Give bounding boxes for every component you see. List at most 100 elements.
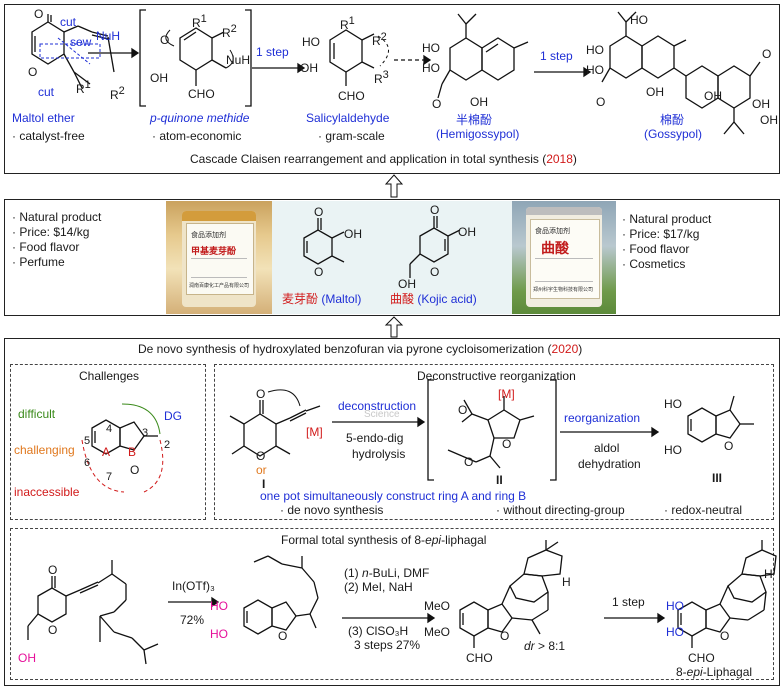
indium-yield: 72% bbox=[180, 613, 205, 627]
salicylaldehyde-structure bbox=[329, 29, 389, 86]
furan-intermediate-structure bbox=[427, 379, 557, 481]
endo-dig-label: 5-endo-dig bbox=[346, 431, 404, 445]
three-step-arrow bbox=[342, 612, 436, 624]
quinone-methide-label: p-quinone methide bbox=[150, 111, 250, 125]
pos-5: 5 bbox=[84, 435, 91, 447]
qm-o-label: O bbox=[160, 33, 170, 47]
int-metal: [M] bbox=[498, 387, 515, 401]
reorganization-label: reorganization bbox=[564, 411, 641, 425]
pyrone-substrate-structure bbox=[229, 389, 321, 457]
hemi-ho2: HO bbox=[422, 61, 440, 75]
prod3-o: O bbox=[724, 439, 734, 453]
hydrolysis-label: hydrolysis bbox=[352, 447, 406, 461]
int-ho-bottom: HO bbox=[210, 627, 228, 641]
challenges-title: Challenges bbox=[76, 370, 143, 382]
dashed-arrow bbox=[394, 54, 432, 66]
gossypol-cn: 棉酚 bbox=[660, 113, 685, 127]
final-step-arrow bbox=[604, 612, 666, 624]
kojic-o-top: O bbox=[430, 203, 440, 217]
int-o-ring: O bbox=[502, 437, 512, 451]
sal-cho: CHO bbox=[338, 89, 365, 103]
prod-cho: CHO bbox=[688, 651, 715, 665]
roman-ii: II bbox=[496, 473, 503, 487]
kojic-label: 曲酸 (Kojic acid) bbox=[390, 292, 477, 306]
dg-label: DG bbox=[164, 409, 182, 423]
dehydration-label: dehydration bbox=[578, 457, 641, 471]
three-step-reagents: (1) n-BuLi, DMF (2) MeI, NaH bbox=[344, 566, 429, 594]
reorganization-arrow bbox=[560, 426, 660, 438]
benzofuran-o: O bbox=[130, 463, 140, 477]
int-ho-top: HO bbox=[210, 599, 228, 613]
one-step-label-1: 1 step bbox=[256, 45, 289, 59]
goss-oh4: OH bbox=[760, 113, 778, 127]
pos-7: 7 bbox=[106, 471, 113, 483]
feedstock-list-right: · Natural product · Price: $17/kg · Food… bbox=[622, 212, 712, 271]
atom-economic-label: · atom-economic bbox=[152, 129, 242, 143]
hollow-up-arrow-2 bbox=[384, 316, 404, 338]
hemi-o: O bbox=[432, 97, 442, 111]
feedstock-list-left: · Natural product · Price: $14/kg · Food… bbox=[12, 210, 102, 269]
gossypol-label: (Gossypol) bbox=[644, 127, 703, 141]
kojic-oh-bottom: OH bbox=[398, 277, 416, 291]
goss-oh2: OH bbox=[704, 89, 722, 103]
pyrone-or: or bbox=[256, 463, 267, 477]
catalyst-free-label: · catalyst-free bbox=[12, 129, 85, 143]
step1-label: (1) n-BuLi, DMF bbox=[344, 566, 430, 580]
cut-top-label: cut bbox=[60, 15, 77, 29]
maltol-o-top: O bbox=[314, 205, 324, 219]
section3-caption: De novo synthesis of hydroxylated benzof… bbox=[138, 342, 583, 356]
can1-name: 甲基麦芽酚 bbox=[191, 246, 237, 256]
hemi-oh: OH bbox=[470, 95, 488, 109]
pos-2: 2 bbox=[164, 439, 171, 451]
maltol-ether-r2: R2 bbox=[110, 85, 125, 102]
indium-reagent: In(OTf)₃ bbox=[172, 579, 215, 593]
benzofuran-challenge-structure bbox=[81, 403, 164, 493]
step2-label: (2) MeI, NaH bbox=[344, 580, 413, 594]
ring-b-label: B bbox=[128, 445, 137, 459]
deconstructive-box bbox=[214, 364, 774, 520]
int-o-bottom: O bbox=[464, 455, 474, 469]
aldol-label: aldol bbox=[594, 441, 620, 455]
steps-yield-label: 3 steps 27% bbox=[354, 638, 421, 652]
maltol-oh: OH bbox=[344, 227, 362, 241]
goss-ho2: HO bbox=[586, 63, 604, 77]
tc-meo-bottom: MeO bbox=[424, 625, 451, 639]
maltol-ether-r1: R1 bbox=[76, 79, 91, 96]
section1-caption: Cascade Claisen rearrangement and applic… bbox=[190, 152, 577, 166]
tc-meo-top: MeO bbox=[424, 599, 451, 613]
liphagal-benzofuran-structure bbox=[243, 555, 319, 635]
one-step-label-2: 1 step bbox=[540, 49, 573, 63]
section-feedstock bbox=[4, 199, 780, 316]
prod-h: H bbox=[764, 567, 773, 581]
epi-liphagal-label: 8-epi-Liphagal bbox=[676, 665, 753, 679]
maltol-structure bbox=[303, 218, 345, 265]
nuh-arrow bbox=[88, 47, 140, 59]
liphagal-substrate-structure bbox=[27, 560, 159, 665]
can2-company: 郑州科宇生物科技有限公司 bbox=[533, 287, 594, 293]
pyrone-metal: [M] bbox=[306, 425, 323, 439]
gossypol-structure bbox=[601, 11, 761, 135]
prod3-ho-bottom: HO bbox=[664, 443, 682, 457]
maltol-can-photo: 食品添加剂 甲基麦芽酚 润南百康化工产品有限公司 bbox=[166, 201, 272, 314]
pyrone-o-ring: O bbox=[256, 449, 266, 463]
nuh-reagent: NuH bbox=[96, 29, 121, 43]
hemi-ho: HO bbox=[422, 41, 440, 55]
pos-4: 4 bbox=[106, 423, 113, 435]
goss-oh1: OH bbox=[646, 85, 664, 99]
hollow-up-arrow-1 bbox=[384, 174, 404, 198]
pos-3: 3 bbox=[142, 427, 149, 439]
step-arrow-1 bbox=[252, 62, 306, 74]
qm-oh: OH bbox=[150, 71, 168, 85]
int-o-furan: O bbox=[278, 629, 288, 643]
can1-top-text: 食品添加剂 bbox=[191, 232, 226, 239]
deconstruction-label: deconstruction bbox=[338, 399, 417, 413]
three-step-reagents-2: (3) ClSO₃H 3 steps 27% bbox=[348, 624, 420, 652]
can2-top-text: 食品添加剂 bbox=[535, 228, 570, 235]
hemigossypol-structure bbox=[437, 13, 529, 99]
tc-o-furan: O bbox=[500, 629, 510, 643]
goss-o2: O bbox=[596, 95, 606, 109]
challenges-box bbox=[10, 364, 206, 520]
difficult-label: difficult bbox=[18, 407, 56, 421]
hemigossypol-cn: 半棉酚 bbox=[456, 113, 493, 127]
de-novo-label: · de novo synthesis bbox=[280, 503, 384, 517]
